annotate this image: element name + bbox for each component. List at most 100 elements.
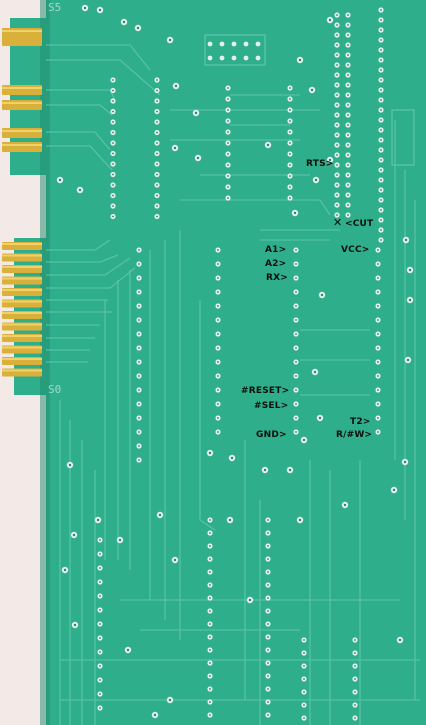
gold-finger-highlight: [2, 312, 42, 314]
gold-finger-highlight: [2, 30, 42, 32]
pad-hole: [380, 209, 382, 211]
pad-hole: [209, 649, 211, 651]
pad-hole: [156, 215, 158, 218]
vias: [56, 4, 414, 719]
gold-finger-highlight: [2, 266, 42, 268]
pad-hole: [138, 333, 140, 335]
pad-hole: [209, 597, 211, 599]
pad-hole: [99, 665, 101, 667]
trace: [46, 44, 151, 71]
pad-hole: [347, 164, 349, 166]
pad: [243, 55, 249, 61]
pad-hole: [377, 249, 379, 251]
via-hole: [293, 211, 297, 215]
pad-hole: [138, 445, 140, 447]
pad-hole: [209, 675, 211, 677]
pad-hole: [138, 389, 140, 391]
pad-hole: [289, 142, 291, 144]
pad-hole: [227, 197, 229, 199]
via-hole: [173, 146, 177, 150]
pad-hole: [138, 403, 140, 405]
pad-hole: [347, 194, 349, 196]
pad-hole: [112, 173, 114, 176]
pad-hole: [227, 87, 229, 89]
via-hole: [263, 468, 267, 472]
pad-hole: [217, 319, 219, 321]
right-chip-outline: [391, 109, 415, 166]
pad-hole: [267, 610, 269, 612]
pad-hole: [295, 291, 297, 293]
pad-hole: [303, 678, 305, 680]
pad-hole: [354, 678, 356, 680]
via-hole: [168, 698, 172, 702]
via-hole: [328, 158, 332, 162]
pad-hole: [303, 639, 305, 641]
label-a2: A2>: [265, 259, 287, 269]
pad-hole: [112, 163, 114, 165]
pad-hole: [267, 519, 269, 521]
pad-hole: [209, 545, 211, 547]
via-hole: [403, 460, 407, 464]
pad-hole: [380, 219, 382, 221]
pad-hole: [209, 584, 211, 586]
via-hole: [158, 513, 162, 517]
pad-hole: [347, 134, 349, 136]
pad-hole: [209, 532, 211, 534]
trace: [46, 254, 119, 263]
pad-hole: [99, 637, 101, 639]
via-hole: [302, 438, 306, 442]
pad-hole: [267, 584, 269, 586]
label-t2: T2>: [350, 417, 371, 427]
via-hole: [136, 26, 140, 30]
via-hole: [320, 293, 324, 297]
via-hole: [73, 623, 77, 627]
gold-finger: [2, 142, 42, 152]
pad-hole: [380, 89, 382, 91]
via-hole: [228, 518, 232, 522]
via-hole: [78, 188, 82, 192]
pad-hole: [380, 129, 382, 131]
pad: [231, 55, 237, 61]
pad-hole: [377, 431, 379, 433]
pad-hole: [380, 119, 382, 121]
pad-hole: [295, 417, 297, 419]
pad-hole: [380, 169, 382, 171]
pad-hole: [289, 164, 291, 166]
pad-hole: [336, 154, 338, 156]
pad-hole: [209, 688, 211, 690]
pad-hole: [380, 159, 382, 161]
pad-hole: [227, 175, 229, 177]
pad-hole: [112, 79, 114, 81]
pad-hole: [99, 707, 101, 709]
pad-hole: [377, 375, 379, 377]
pad-hole: [380, 239, 382, 241]
gold-finger-highlight: [2, 87, 42, 89]
pad-hole: [112, 194, 114, 197]
pad-hole: [347, 204, 349, 206]
pad-hole: [227, 142, 229, 144]
pad-hole: [138, 361, 140, 363]
pad-hole: [267, 675, 269, 677]
via-hole: [98, 8, 102, 12]
pad-hole: [380, 9, 382, 11]
pad-hole: [138, 375, 140, 377]
pad-hole: [227, 131, 229, 133]
pad-hole: [377, 361, 379, 363]
pad-hole: [289, 87, 291, 89]
pad-hole: [336, 194, 338, 196]
pad-hole: [267, 623, 269, 625]
pad-hole: [138, 277, 140, 279]
via-hole: [96, 518, 100, 522]
pad-hole: [227, 153, 229, 155]
pad-hole: [267, 597, 269, 599]
pad-hole: [354, 639, 356, 641]
via-hole: [266, 143, 270, 147]
pad-hole: [336, 24, 338, 26]
via-hole: [313, 370, 317, 374]
pad-hole: [295, 249, 297, 251]
pad-hole: [99, 693, 101, 695]
pad-hole: [217, 291, 219, 293]
pad-hole: [354, 704, 356, 706]
label-a1: A1>: [265, 245, 287, 255]
